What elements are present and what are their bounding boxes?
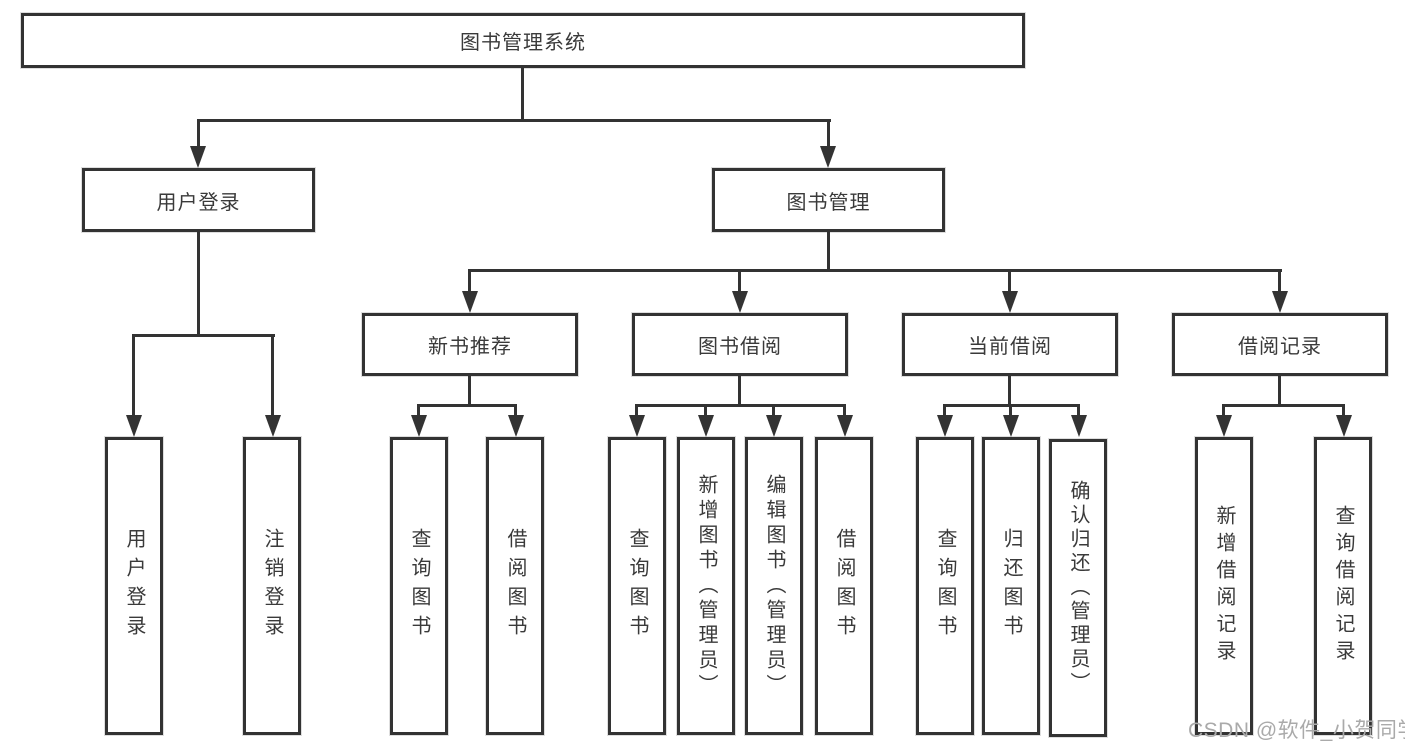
connector-drop [1222,404,1225,420]
arrowhead-down-icon [126,415,142,437]
arrowhead-down-icon [766,415,782,437]
arrowhead-down-icon [732,291,748,313]
leaf-label: 查询图书 [934,528,956,644]
leaf-label: 查询借阅记录 [1332,505,1354,667]
connector-drop [635,404,638,420]
connector-book-borrow-rail [635,404,846,407]
connector-drop [843,404,846,420]
connector-root-stem [521,68,524,122]
node-borrowing-records: 借阅记录 [1172,313,1388,376]
arrowhead-down-icon [1216,415,1232,437]
connector-current-borrow-stem [1008,376,1011,407]
leaf-confirm-return-admin: 确认归还（管理员） [1049,439,1107,737]
leaf-label: 确认归还（管理员） [1067,480,1089,696]
leaf-label: 查询图书 [626,528,648,644]
arrowhead-down-icon [1272,291,1288,313]
connector-drop [1077,404,1080,420]
leaf-label: 编辑图书（管理员） [763,473,785,699]
leaf-label: 注销登录 [261,528,283,644]
connector-drop [1009,404,1012,420]
leaf-query-books-recommend: 查询图书 [390,437,448,735]
leaf-query-books-current: 查询图书 [916,437,974,735]
leaf-label: 查询图书 [408,528,430,644]
arrowhead-down-icon [462,291,478,313]
connector-drop [417,404,420,420]
leaf-label: 归还图书 [1000,528,1022,644]
arrowhead-down-icon [1002,291,1018,313]
connector-drop-current-borrow [1008,269,1011,295]
connector-user-login-stem [197,232,200,337]
connector-book-management-stem [827,232,830,272]
connector-drop-logout-leaf [271,334,274,419]
connector-drop-user-login [197,119,200,150]
leaf-label: 借阅图书 [504,528,526,644]
node-book-management: 图书管理 [712,168,945,232]
leaf-query-books-borrow: 查询图书 [608,437,666,735]
csdn-watermark: CSDN @软件_小贺同学 [1188,719,1405,742]
arrowhead-down-icon [1071,415,1087,437]
connector-drop [1342,404,1345,420]
arrowhead-down-icon [190,146,206,168]
connector-user-login-rail [132,334,275,337]
node-book-borrowing: 图书借阅 [632,313,848,376]
connector-drop [514,404,517,420]
leaf-borrow-books: 借阅图书 [815,437,873,735]
leaf-add-books-admin: 新增图书（管理员） [677,437,735,735]
node-current-borrowing: 当前借阅 [902,313,1118,376]
leaf-query-borrow-record: 查询借阅记录 [1314,437,1372,735]
arrowhead-down-icon [411,415,427,437]
leaf-edit-books-admin: 编辑图书（管理员） [745,437,803,735]
connector-drop-borrow-records [1278,269,1281,295]
arrowhead-down-icon [937,415,953,437]
leaf-return-books: 归还图书 [982,437,1040,735]
arrowhead-down-icon [837,415,853,437]
leaf-logout: 注销登录 [243,437,301,735]
connector-new-book-rail [417,404,517,407]
arrowhead-down-icon [629,415,645,437]
connector-drop-book-borrow [738,269,741,295]
arrowhead-down-icon [698,415,714,437]
arrowhead-down-icon [265,415,281,437]
leaf-user-login: 用户登录 [105,437,163,735]
connector-new-book-stem [468,376,471,407]
leaf-label: 用户登录 [123,528,145,644]
leaf-label: 借阅图书 [833,528,855,644]
connector-level1-rail [197,119,831,122]
connector-drop-book-management [827,119,830,150]
leaf-label: 新增借阅记录 [1213,505,1235,667]
arrowhead-down-icon [1003,415,1019,437]
connector-level2-rail [468,269,1282,272]
connector-drop [772,404,775,420]
node-library-management-system: 图书管理系统 [21,13,1025,68]
connector-drop [943,404,946,420]
connector-drop-new-book [468,269,471,295]
connector-borrow-records-stem [1278,376,1281,407]
leaf-borrow-books-recommend: 借阅图书 [486,437,544,735]
leaf-label: 新增图书（管理员） [695,473,717,699]
arrowhead-down-icon [1336,415,1352,437]
leaf-add-borrow-record: 新增借阅记录 [1195,437,1253,735]
connector-borrow-records-rail [1222,404,1345,407]
connector-drop-login-leaf [132,334,135,419]
node-new-book-recommendation: 新书推荐 [362,313,578,376]
arrowhead-down-icon [820,146,836,168]
connector-drop [704,404,707,420]
connector-book-borrow-stem [738,376,741,407]
node-user-login: 用户登录 [82,168,315,232]
arrowhead-down-icon [508,415,524,437]
